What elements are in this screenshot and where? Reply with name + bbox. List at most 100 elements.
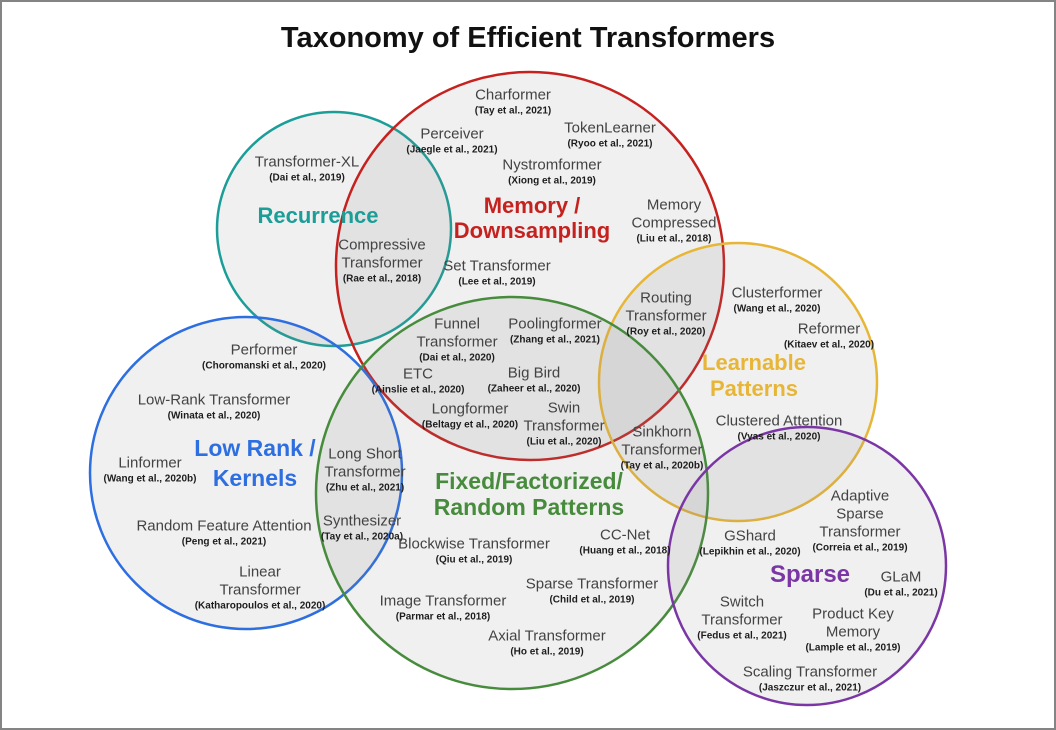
model-name: Transformer (701, 611, 783, 629)
model-name: Perceiver (420, 125, 484, 143)
model-name: Sparse Transformer (525, 575, 659, 593)
model-name: Transformer (324, 463, 406, 481)
model-citation: (Beltagy et al., 2020) (421, 419, 519, 431)
model-citation: (Zhu et al., 2021) (325, 482, 405, 494)
model-name: Linear (239, 563, 281, 581)
learnable-patterns-label-line: Patterns (709, 376, 799, 401)
model-name: Compressive (338, 236, 426, 254)
model-random-feature-attention: Random Feature Attention(Peng et al., 20… (136, 518, 311, 549)
model-citation: (Choromanski et al., 2020) (202, 360, 326, 372)
model-linformer: Linformer(Wang et al., 2020b) (104, 455, 197, 486)
model-performer: Performer(Choromanski et al., 2020) (202, 342, 326, 373)
learnable-patterns-circle (597, 241, 879, 523)
model-name: Memory (825, 623, 881, 641)
model-citation: (Liu et al., 2020) (526, 436, 602, 448)
model-gshard: GShard(Lepikhin et al., 2020) (699, 528, 800, 559)
model-citation: (Huang et al., 2018) (579, 545, 671, 557)
model-name: Image Transformer (379, 592, 507, 610)
model-citation: (Dai et al., 2020) (419, 352, 495, 364)
model-name: Linformer (118, 454, 182, 472)
model-name: Adaptive (830, 487, 890, 505)
model-citation: (Lample et al., 2019) (805, 642, 901, 654)
memory-downsampling-label: Memory /Downsampling (454, 193, 610, 243)
model-name: Memory (646, 196, 702, 214)
model-name: Transformer (416, 333, 498, 351)
model-scaling-transformer: Scaling Transformer(Jaszczur et al., 202… (743, 664, 877, 695)
model-citation: (Qiu et al., 2019) (435, 554, 513, 566)
model-name: Long Short (328, 445, 402, 463)
model-citation: (Child et al., 2019) (549, 594, 635, 606)
model-sparse-transformer: Sparse Transformer(Child et al., 2019) (526, 576, 659, 607)
model-citation: (Lepikhin et al., 2020) (699, 546, 801, 558)
model-tokenlearner: TokenLearner(Ryoo et al., 2021) (564, 120, 656, 151)
model-citation: (Jaegle et al., 2021) (406, 144, 498, 156)
model-citation: (Ho et al., 2019) (510, 646, 584, 658)
model-name: Product Key (812, 605, 894, 623)
model-citation: (Winata et al., 2020) (167, 410, 261, 422)
model-name: Transformer (819, 523, 901, 541)
model-name: Set Transformer (443, 257, 551, 275)
model-citation: (Peng et al., 2021) (181, 536, 267, 548)
page-title: Taxonomy of Efficient Transformers (280, 22, 776, 54)
model-name: Poolingformer (508, 315, 602, 333)
model-name: Longformer (431, 400, 509, 418)
model-name: Nystromformer (502, 156, 602, 174)
model-poolingformer: Poolingformer(Zhang et al., 2021) (508, 316, 601, 347)
model-citation: (Fedus et al., 2021) (697, 630, 787, 642)
memory-downsampling-label-line: Memory / (483, 193, 581, 218)
model-citation: (Lee et al., 2019) (458, 276, 536, 288)
model-citation: (Vyas et al., 2020) (737, 431, 821, 443)
recurrence-label: Recurrence (257, 203, 378, 229)
model-longformer: Longformer(Beltagy et al., 2020) (422, 401, 518, 432)
model-name: GLaM (880, 568, 922, 586)
model-name: Funnel (434, 315, 480, 333)
model-citation: (Katharopoulos et al., 2020) (194, 600, 326, 612)
model-name: Transformer (625, 307, 707, 325)
low-rank-kernels-label-line: Kernels (212, 465, 298, 491)
model-name: Transformer (523, 417, 605, 435)
model-cc-net: CC-Net(Huang et al., 2018) (579, 527, 670, 558)
model-citation: (Du et al., 2021) (864, 587, 938, 599)
model-big-bird: Big Bird(Zaheer et al., 2020) (488, 365, 581, 396)
model-name: Transformer (621, 441, 703, 459)
model-name: Switch (719, 593, 765, 611)
model-set-transformer: Set Transformer(Lee et al., 2019) (443, 258, 551, 289)
model-clustered-attention: Clustered Attention(Vyas et al., 2020) (716, 413, 843, 444)
model-name: Blockwise Transformer (398, 535, 550, 553)
fixed-factorized-random-patterns-label-line: Random Patterns (433, 494, 625, 520)
learnable-patterns-label-line: Learnable (702, 350, 806, 375)
model-citation: (Tay et al., 2020b) (620, 460, 704, 472)
recurrence-label-line: Recurrence (257, 203, 379, 228)
sparse-label: Sparse (770, 562, 850, 588)
model-name: Big Bird (507, 364, 561, 382)
memory-downsampling-circle (334, 70, 726, 462)
model-name: Random Feature Attention (136, 517, 312, 535)
model-name: Transformer (341, 254, 423, 272)
fixed-factorized-random-patterns-circle (314, 295, 710, 691)
model-name: Swin (547, 399, 581, 417)
model-citation: (Tay et al., 2020a) (320, 531, 404, 543)
model-citation: (Liu et al., 2018) (636, 233, 712, 245)
model-citation: (Wang et al., 2020) (733, 303, 821, 315)
model-name: Sparse (836, 505, 884, 523)
model-low-rank-transformer: Low-Rank Transformer(Winata et al., 2020… (138, 392, 291, 423)
model-reformer: Reformer(Kitaev et al., 2020) (784, 321, 874, 352)
model-citation: (Rae et al., 2018) (342, 273, 422, 285)
low-rank-kernels-label-line: Low Rank / (194, 435, 316, 461)
model-citation: (Correia et al., 2019) (812, 542, 908, 554)
model-citation: (Xiong et al., 2019) (508, 175, 596, 187)
model-name: Compressed (631, 214, 717, 232)
low-rank-kernels-label: Low Rank / Kernels (194, 433, 315, 493)
model-citation: (Dai et al., 2019) (269, 172, 345, 184)
fixed-factorized-random-patterns-label-line: Fixed/Factorized/ (435, 468, 623, 494)
model-axial-transformer: Axial Transformer(Ho et al., 2019) (488, 628, 606, 659)
